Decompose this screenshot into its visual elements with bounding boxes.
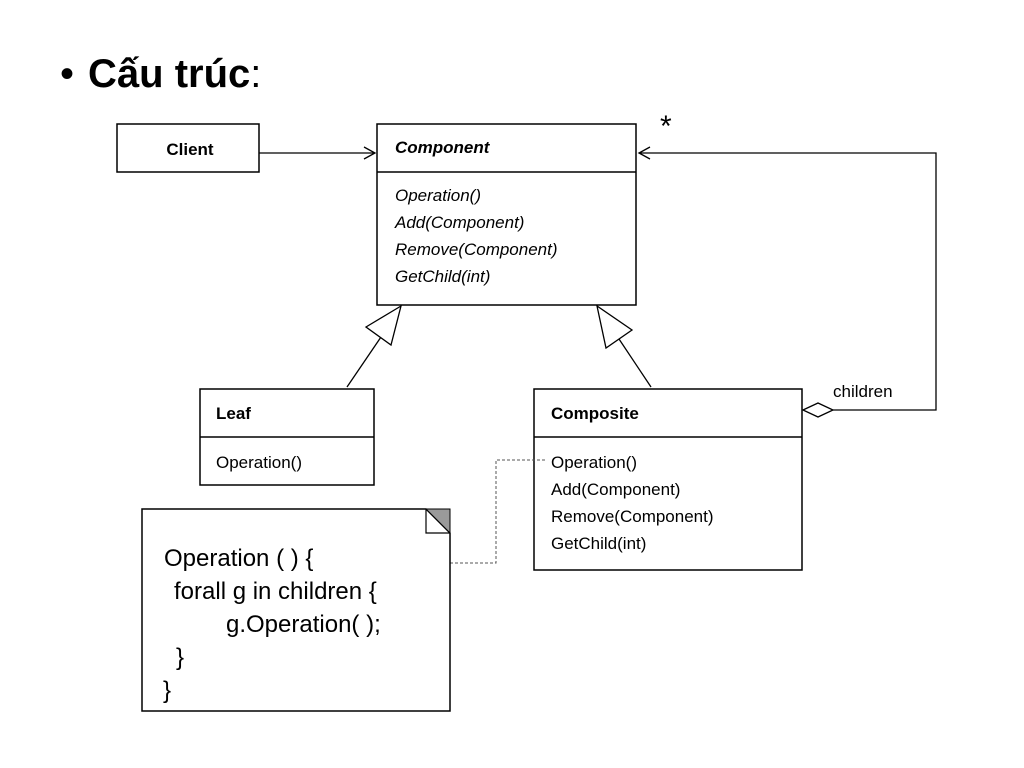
note-line-1: Operation ( ) { bbox=[164, 545, 313, 572]
component-remove: Remove(Component) bbox=[395, 240, 558, 259]
bullet-mark: • bbox=[60, 52, 75, 96]
note-line-3: g.Operation( ); bbox=[226, 611, 381, 638]
composite-remove: Remove(Component) bbox=[551, 507, 714, 526]
aggregation-diamond bbox=[801, 402, 835, 418]
component-operation: Operation() bbox=[395, 186, 481, 205]
composite-getchild: GetChild(int) bbox=[551, 534, 646, 553]
note-line-4: } bbox=[176, 644, 184, 671]
component-class: Component Operation() Add(Component) Rem… bbox=[376, 123, 637, 306]
component-add: Add(Component) bbox=[394, 213, 524, 232]
client-class-name: Client bbox=[166, 140, 214, 159]
note-line-5: } bbox=[163, 677, 171, 704]
note-box: Operation ( ) { forall g in children { g… bbox=[141, 508, 451, 712]
note-line-2: forall g in children { bbox=[174, 578, 377, 605]
component-getchild: GetChild(int) bbox=[395, 267, 490, 286]
composite-operation: Operation() bbox=[551, 453, 637, 472]
composite-add: Add(Component) bbox=[551, 480, 680, 499]
slide-title: Cấu trúc bbox=[88, 52, 251, 96]
composite-generalization-arrow bbox=[596, 304, 652, 388]
composite-class-name: Composite bbox=[551, 404, 639, 423]
note-connector bbox=[450, 459, 545, 564]
multiplicity-label: * bbox=[660, 110, 672, 143]
slide-heading: • Cấu trúc: bbox=[60, 46, 261, 102]
children-aggregation: * children bbox=[637, 110, 937, 418]
component-class-name: Component bbox=[395, 138, 491, 157]
leaf-operation: Operation() bbox=[216, 453, 302, 472]
leaf-class-name: Leaf bbox=[216, 404, 251, 423]
composite-class: Composite Operation() Add(Component) Rem… bbox=[533, 388, 803, 571]
leaf-class: Leaf Operation() bbox=[199, 388, 375, 486]
title-colon: : bbox=[250, 52, 262, 96]
children-label: children bbox=[833, 382, 893, 401]
client-component-association bbox=[259, 146, 377, 160]
client-class: Client bbox=[116, 123, 260, 173]
leaf-generalization-arrow bbox=[346, 304, 403, 388]
